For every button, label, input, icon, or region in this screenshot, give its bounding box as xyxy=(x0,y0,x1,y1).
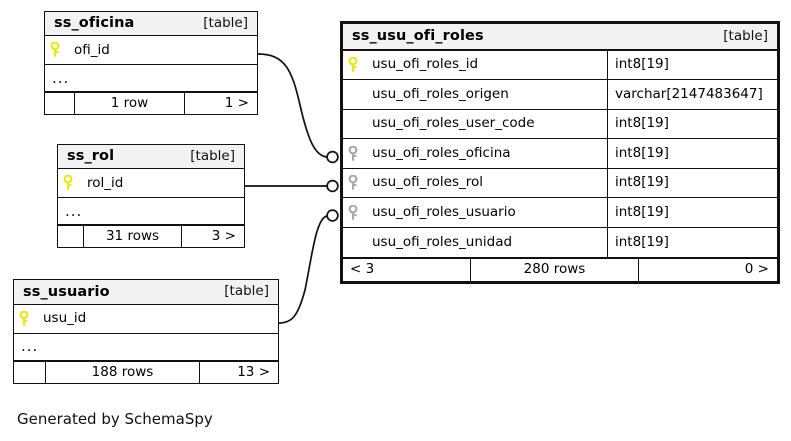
table-type-tag: [table] xyxy=(723,27,768,44)
column-name: usu_ofi_roles_unidad xyxy=(372,235,513,250)
footer-row-count: 188 rows xyxy=(46,361,200,383)
diagram-caption: Generated by SchemaSpy xyxy=(17,410,213,428)
more-columns-ellipsis: ... xyxy=(58,198,244,226)
column-row-usu-ofi-roles-id[interactable]: usu_ofi_roles_id int8[19] xyxy=(343,50,777,81)
column-name: usu_ofi_roles_oficina xyxy=(372,146,511,161)
table-type-tag: [table] xyxy=(190,147,235,164)
table-footer-ss-usuario: 188 rows 13 > xyxy=(14,360,278,383)
column-name: usu_id xyxy=(43,312,87,326)
foreign-key-icon xyxy=(343,175,364,191)
column-datatype: int8[19] xyxy=(607,50,777,80)
footer-parents-count[interactable] xyxy=(45,93,75,114)
table-header-ss-rol: ss_rol [table] xyxy=(58,145,244,170)
foreign-key-icon xyxy=(343,145,364,162)
column-row-usu-id[interactable]: usu_id xyxy=(14,304,278,334)
column-name: rol_id xyxy=(87,176,124,190)
column-row-usu-ofi-roles-unidad[interactable]: usu_ofi_roles_unidad int8[19] xyxy=(343,227,777,258)
column-name: usu_ofi_roles_usuario xyxy=(372,205,516,220)
column-datatype: int8[19] xyxy=(607,198,777,227)
table-footer-ss-rol: 31 rows 3 > xyxy=(58,225,244,247)
table-node-ss-usuario[interactable]: ss_usuario [table] usu_id ... 188 rows 1… xyxy=(13,279,279,384)
more-columns-ellipsis: ... xyxy=(45,65,257,93)
primary-key-icon xyxy=(58,175,79,191)
table-header-ss-oficina: ss_oficina [table] xyxy=(45,12,257,37)
relationship-rol-to-usu-ofi-roles xyxy=(245,179,350,193)
footer-children-count[interactable]: 1 > xyxy=(224,94,249,111)
column-row-usu-ofi-roles-usuario[interactable]: usu_ofi_roles_usuario int8[19] xyxy=(343,198,777,228)
table-title: ss_oficina xyxy=(54,15,135,32)
primary-key-icon xyxy=(45,42,66,58)
column-row-usu-ofi-roles-rol[interactable]: usu_ofi_roles_rol int8[19] xyxy=(343,168,777,199)
footer-row-count: 31 rows xyxy=(84,226,182,247)
cardinality-zero-circle xyxy=(326,209,339,222)
footer-parents-count[interactable] xyxy=(14,361,46,383)
column-datatype: int8[19] xyxy=(607,109,777,139)
footer-row-count: 280 rows xyxy=(471,259,639,281)
column-row-usu-ofi-roles-oficina[interactable]: usu_ofi_roles_oficina int8[19] xyxy=(343,139,777,169)
table-columns-ss-oficina: ofi_id ... xyxy=(45,36,257,93)
table-columns-ss-rol: rol_id ... xyxy=(58,169,244,226)
table-node-ss-oficina[interactable]: ss_oficina [table] ofi_id ... 1 row 1 > xyxy=(44,11,258,115)
relationship-oficina-to-usu-ofi-roles xyxy=(257,53,350,164)
table-title: ss_usu_ofi_roles xyxy=(352,28,484,45)
foreign-key-icon xyxy=(343,204,364,221)
column-name: usu_ofi_roles_origen xyxy=(372,87,509,102)
column-datatype: int8[19] xyxy=(607,168,777,198)
column-row-rol-id[interactable]: rol_id xyxy=(58,169,244,199)
column-row-usu-ofi-roles-user-code[interactable]: usu_ofi_roles_user_code int8[19] xyxy=(343,109,777,140)
column-row-ofi-id[interactable]: ofi_id xyxy=(45,36,257,66)
table-columns-ss-usu-ofi-roles: usu_ofi_roles_id int8[19] usu_ofi_roles_… xyxy=(343,50,777,258)
table-type-tag: [table] xyxy=(224,283,269,300)
cardinality-zero-circle xyxy=(326,179,339,193)
primary-key-icon xyxy=(14,310,35,327)
table-type-tag: [table] xyxy=(203,14,248,31)
footer-children-count[interactable]: 13 > xyxy=(237,363,270,380)
cardinality-zero-circle xyxy=(326,150,339,164)
table-footer-ss-oficina: 1 row 1 > xyxy=(45,92,257,114)
table-node-ss-usu-ofi-roles[interactable]: ss_usu_ofi_roles [table] usu_ofi_roles_i… xyxy=(340,21,780,284)
footer-children-count[interactable]: 0 > xyxy=(744,261,769,278)
footer-row-count: 1 row xyxy=(75,93,185,114)
column-name: usu_ofi_roles_id xyxy=(372,58,479,72)
primary-key-icon xyxy=(343,57,364,73)
table-footer-ss-usu-ofi-roles: < 3 280 rows 0 > xyxy=(343,257,777,281)
column-row-usu-ofi-roles-origen[interactable]: usu_ofi_roles_origen varchar[2147483647] xyxy=(343,80,777,110)
column-name: ofi_id xyxy=(74,43,110,57)
column-datatype: int8[19] xyxy=(607,139,777,168)
table-header-ss-usuario: ss_usuario [table] xyxy=(14,280,278,305)
column-datatype: int8[19] xyxy=(607,227,777,258)
column-name: usu_ofi_roles_user_code xyxy=(372,117,535,131)
more-columns-ellipsis: ... xyxy=(14,334,278,361)
column-name: usu_ofi_roles_rol xyxy=(372,176,484,190)
footer-parents-count[interactable]: < 3 xyxy=(343,259,471,281)
footer-children-count[interactable]: 3 > xyxy=(211,227,236,244)
table-node-ss-rol[interactable]: ss_rol [table] rol_id ... 31 rows 3 > xyxy=(57,144,245,248)
table-title: ss_rol xyxy=(67,148,115,165)
table-header-ss-usu-ofi-roles: ss_usu_ofi_roles [table] xyxy=(343,24,777,51)
footer-parents-count[interactable] xyxy=(58,226,84,247)
column-datatype: varchar[2147483647] xyxy=(607,80,777,109)
table-columns-ss-usuario: usu_id ... xyxy=(14,304,278,361)
table-title: ss_usuario xyxy=(23,283,110,300)
